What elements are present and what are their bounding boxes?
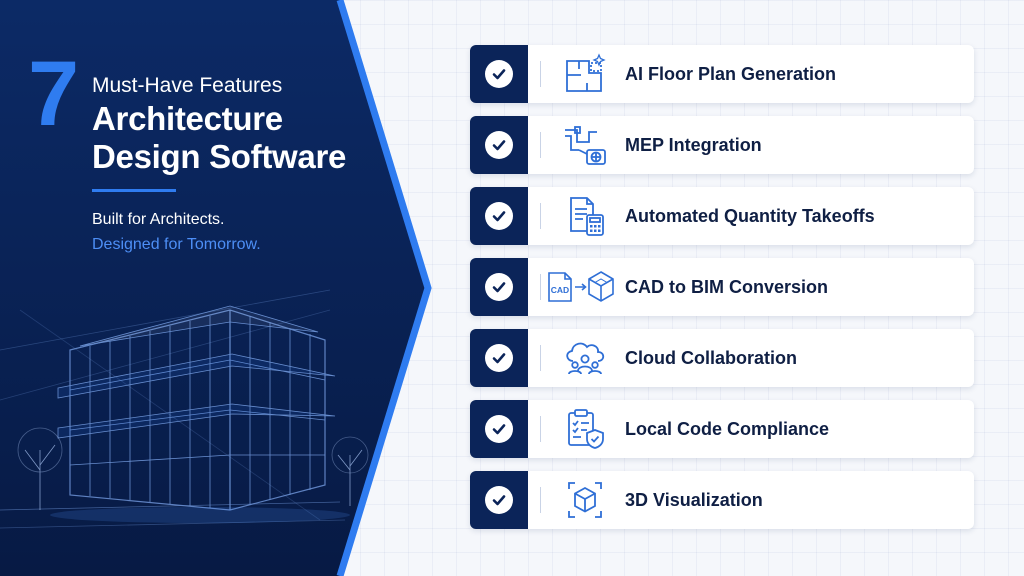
feature-card-ai-floor-plan[interactable]: AI Floor Plan Generation bbox=[470, 45, 974, 103]
hero-subhead: Must-Have Features bbox=[92, 74, 283, 97]
mep-pipes-icon bbox=[557, 122, 613, 168]
hero-panel-background bbox=[0, 0, 432, 576]
check-badge bbox=[470, 400, 528, 458]
feature-list: AI Floor Plan Generation MEP Integration bbox=[470, 45, 974, 542]
card-separator bbox=[540, 61, 541, 87]
check-badge bbox=[470, 471, 528, 529]
clipboard-shield-icon bbox=[557, 406, 613, 452]
checkmark-icon bbox=[485, 344, 513, 372]
checkmark-icon bbox=[485, 273, 513, 301]
hero-divider bbox=[92, 189, 176, 192]
feature-label: AI Floor Plan Generation bbox=[625, 63, 837, 84]
checkmark-icon bbox=[485, 131, 513, 159]
wireframe-building-illustration bbox=[0, 289, 369, 529]
hero-title-line-1: Architecture bbox=[92, 100, 283, 137]
checkmark-icon bbox=[485, 60, 513, 88]
feature-card-code-compliance[interactable]: Local Code Compliance bbox=[470, 400, 974, 458]
checkmark-icon bbox=[485, 415, 513, 443]
hero-panel: 7 Must-Have Features Architecture Design… bbox=[0, 0, 440, 576]
card-separator bbox=[540, 132, 541, 158]
card-separator bbox=[540, 487, 541, 513]
feature-label: Cloud Collaboration bbox=[625, 347, 797, 368]
check-badge bbox=[470, 45, 528, 103]
feature-label: CAD to BIM Conversion bbox=[625, 276, 829, 297]
floor-plan-icon bbox=[557, 51, 613, 97]
cad-to-bim-icon: CAD bbox=[545, 264, 617, 310]
card-separator bbox=[540, 416, 541, 442]
hero-tagline: Built for Architects. Designed for Tomor… bbox=[92, 207, 261, 257]
tagline-line-1: Built for Architects. bbox=[92, 211, 225, 228]
checkmark-icon bbox=[485, 486, 513, 514]
feature-label: 3D Visualization bbox=[625, 489, 763, 510]
tagline-line-2: Designed for Tomorrow. bbox=[92, 236, 261, 253]
feature-card-quantity-takeoffs[interactable]: Automated Quantity Takeoffs bbox=[470, 187, 974, 245]
feature-label: Local Code Compliance bbox=[625, 418, 830, 439]
feature-card-cloud-collaboration[interactable]: Cloud Collaboration bbox=[470, 329, 974, 387]
card-separator bbox=[540, 345, 541, 371]
cad-file-label: CAD bbox=[551, 285, 569, 295]
cloud-users-icon bbox=[557, 335, 613, 381]
feature-card-mep-integration[interactable]: MEP Integration bbox=[470, 116, 974, 174]
document-calculator-icon bbox=[557, 193, 613, 239]
feature-count: 7 bbox=[28, 43, 79, 145]
feature-card-3d-visualization[interactable]: 3D Visualization bbox=[470, 471, 974, 529]
card-separator bbox=[540, 203, 541, 229]
check-badge bbox=[470, 329, 528, 387]
checkmark-icon bbox=[485, 202, 513, 230]
feature-label: Automated Quantity Takeoffs bbox=[625, 205, 875, 226]
feature-label: MEP Integration bbox=[625, 134, 762, 155]
hero-title-line-2: Design Software bbox=[92, 138, 347, 175]
card-separator bbox=[540, 274, 541, 300]
check-badge bbox=[470, 187, 528, 245]
check-badge bbox=[470, 116, 528, 174]
feature-card-cad-to-bim[interactable]: CAD CAD to BIM Conversion bbox=[470, 258, 974, 316]
hero-title: Architecture Design Software bbox=[92, 100, 346, 176]
check-badge bbox=[470, 258, 528, 316]
cube-icon bbox=[557, 477, 613, 523]
